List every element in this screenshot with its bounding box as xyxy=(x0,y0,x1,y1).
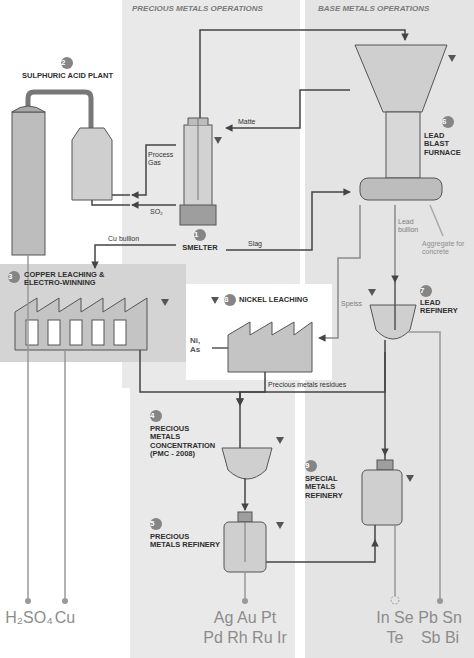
callout-number: 9 xyxy=(305,460,317,472)
process-unit: 7LEAD REFINERY xyxy=(365,282,472,352)
copper-plant-drawing xyxy=(15,298,169,604)
flow-line xyxy=(319,205,360,338)
callout-number: 2 xyxy=(61,57,73,69)
special-refinery-drawing xyxy=(362,455,414,604)
unit-name: SPECIAL METALS REFINERY xyxy=(305,475,359,500)
flow-line xyxy=(226,192,350,250)
unit-name: PRECIOUS METALS REFINERY xyxy=(150,533,220,550)
flow-line xyxy=(240,352,385,405)
flow-line xyxy=(140,360,240,405)
callout-number: 5 xyxy=(150,518,162,530)
output-line xyxy=(27,255,29,598)
flow-line xyxy=(244,490,246,510)
process-unit: 8NICKEL LEACHING xyxy=(222,292,319,378)
smelter-drawing xyxy=(180,118,222,225)
callout-number: 7 xyxy=(420,285,432,297)
nickel-ground xyxy=(186,284,332,380)
flow-line xyxy=(278,540,375,562)
process-unit: 1SMELTER xyxy=(176,118,226,262)
process-unit: 6LEAD BLAST FURNACE xyxy=(350,40,472,205)
unit-name: SMELTER xyxy=(176,244,224,252)
output-product: Te xyxy=(365,628,425,647)
process-unit: 2SULPHURIC ACID PLANT xyxy=(5,55,132,255)
flow-line xyxy=(384,352,386,455)
output-product: Ag Au Pt xyxy=(195,608,295,627)
unit-name: COPPER LEACHING & ELECTRO-WINNING xyxy=(24,271,134,288)
output-product: Cu xyxy=(45,608,85,627)
lead-refinery-drawing xyxy=(368,282,443,604)
process-unit: 5PRECIOUS METALS REFINERY xyxy=(145,510,278,585)
output-product: Ni, As xyxy=(190,337,208,355)
flow-label: Matte xyxy=(238,118,268,126)
unit-name: PRECIOUS METALS CONCENTRATION (PMC - 200… xyxy=(150,425,220,459)
flow-label: Lead bullion xyxy=(398,218,430,234)
callout-number: 1 xyxy=(194,229,206,241)
flow-label: Process Gas xyxy=(148,151,176,167)
output-product: Sb Bi xyxy=(415,628,465,647)
callout-number: 4 xyxy=(150,410,162,422)
process-unit: 3 COPPER LEACHING & ELECTRO-WINNING xyxy=(5,268,180,360)
output-product: In Se xyxy=(365,608,425,627)
flow-line xyxy=(132,204,176,206)
output-product: Pb Sn xyxy=(415,608,465,627)
pmc-drawing xyxy=(222,405,284,490)
region-heading: BASE METALS OPERATIONS xyxy=(318,5,429,14)
unit-name: LEAD REFINERY xyxy=(420,299,470,316)
unit-name: LEAD BLAST FURNACE xyxy=(424,132,470,157)
output-product: H₂SO₄ xyxy=(0,608,58,627)
flow-label: Cu bullion xyxy=(108,235,153,243)
process-unit: 9SPECIAL METALS REFINERY xyxy=(300,455,412,540)
flow-line xyxy=(95,245,176,268)
flow-line xyxy=(132,145,176,195)
flow-label: SO₂ xyxy=(150,208,172,216)
output-dot xyxy=(25,598,31,604)
flow-line xyxy=(200,30,405,118)
pm-refinery-drawing xyxy=(224,512,284,604)
flow-line xyxy=(394,205,396,282)
acid-plant-drawing xyxy=(12,92,130,255)
flow-line xyxy=(226,90,350,128)
region-heading: PRECIOUS METALS OPERATIONS xyxy=(132,5,263,14)
unit-name: SULPHURIC ACID PLANT xyxy=(5,72,130,80)
flow-label: Speiss xyxy=(341,300,365,308)
nickel-plant-drawing xyxy=(211,297,312,378)
callout-number: 3 xyxy=(8,271,20,283)
process-unit: 4PRECIOUS METALS CONCENTRATION (PMC - 20… xyxy=(145,405,278,490)
flow-label: Slag xyxy=(248,240,278,248)
flow-label: Precious metals residues xyxy=(268,381,360,389)
output-product: Pd Rh Ru Ir xyxy=(195,628,295,647)
callout-number: 6 xyxy=(442,116,454,128)
output-note: Aggregate for concrete xyxy=(422,240,472,256)
unit-name: NICKEL LEACHING xyxy=(239,296,317,304)
callout-number: 8 xyxy=(224,294,236,306)
